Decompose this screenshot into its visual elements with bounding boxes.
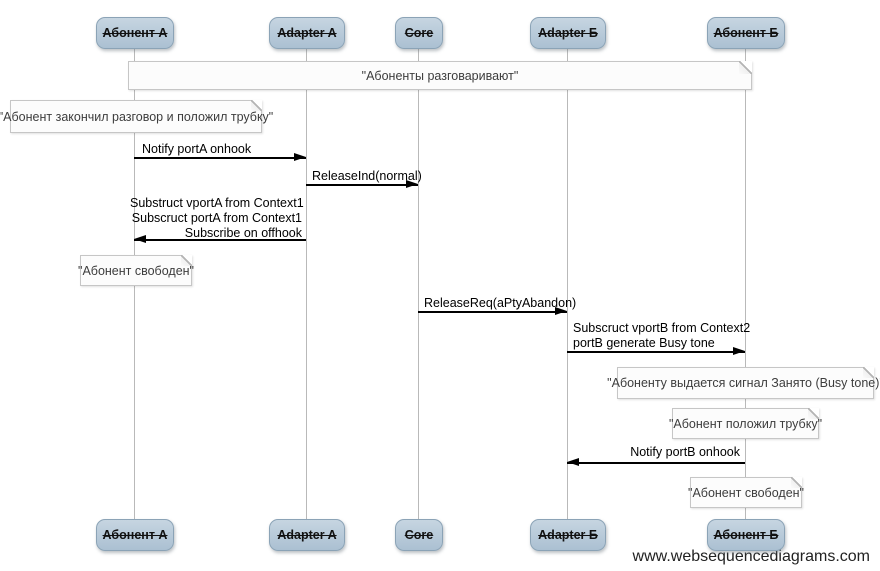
lifeline-adapter-a [306,47,307,519]
lifeline-abonent-b [745,47,746,519]
note-text: "Абонент закончил разговор и положил тру… [0,109,274,124]
actor-label: Абонент Б [713,528,779,542]
actor-label: Adapter Б [538,528,598,542]
message-line-2: portB generate Busy tone [573,336,715,350]
note-fold-icon [808,408,819,419]
actor-abonent-a-top: Абонент А [96,17,174,49]
actor-adapter-a-top: Adapter A [269,17,345,49]
message-line-1: Subscruct vportB from Context2 [573,321,751,335]
actor-abonent-a-bottom: Абонент А [96,519,174,551]
arrowhead-right-icon [294,153,306,162]
lifeline-core [418,47,419,519]
actor-core-bottom: Core [395,519,443,551]
message-arrow-portb-busy [567,347,745,356]
arrowhead-left-icon [567,458,579,467]
arrowhead-left-icon [134,235,146,244]
actor-abonent-b-bottom: Абонент Б [707,519,785,551]
note-aboenty-razgovarivayut: "Абоненты разговаривают" [128,61,752,90]
message-label-releasereq: ReleaseReq(aPtyAbandon) [424,296,577,310]
lifeline-adapter-b [567,47,568,519]
message-line-2: Subscruct portA from Context1 [131,211,302,225]
note-fold-icon [863,367,874,378]
note-fold-icon [251,100,262,111]
note-zakonchil-razgovor: "Абонент закончил разговор и положил тру… [0,100,273,133]
actor-label: Абонент Б [713,26,779,40]
arrowhead-right-icon [555,307,567,316]
actor-core-top: Core [395,17,443,49]
note-text: "Абоненты разговаривают" [361,68,519,83]
note-text: "Абонент положил трубку" [668,416,823,431]
actor-label: Core [404,26,434,40]
note-fold-icon [739,61,752,74]
actor-label: Adapter A [277,528,337,542]
message-label-subscruct-vportb: Subscruct vportB from Context2 portB gen… [573,321,750,351]
note-abonent-svoboden-b: "Абонент свободен" [688,477,804,508]
note-fold-icon [181,255,192,266]
arrowhead-right-icon [733,347,745,356]
watermark-text: www.websequencediagrams.com [632,548,870,565]
actor-label: Абонент А [102,26,168,40]
actor-adapter-b-top: Adapter Б [530,17,606,49]
message-line-3: Subscribe on offhook [184,226,302,240]
note-busy-tone: "Абоненту выдается сигнал Занято (Busy t… [607,367,880,399]
message-line-1: Substruct vportA from Context1 [130,196,304,210]
actor-label: Абонент А [102,528,168,542]
message-arrow-notify-porta [134,153,306,162]
note-text: "Абонент свободен" [78,263,194,278]
message-label-releaseind: ReleaseInd(normal) [312,169,422,183]
actor-label: Adapter A [277,26,337,40]
message-arrow-subscribe-offhook [134,235,306,244]
arrowhead-right-icon [406,180,418,189]
actor-adapter-a-bottom: Adapter A [269,519,345,551]
message-label-notify-portb: Notify portB onhook [630,445,740,459]
message-arrow-releasereq [418,307,567,316]
note-text: "Абонент свободен" [688,485,804,500]
actor-abonent-b-top: Абонент Б [707,17,785,49]
actor-adapter-b-bottom: Adapter Б [530,519,606,551]
actor-label: Core [404,528,434,542]
note-abonent-svoboden-a: "Абонент свободен" [78,255,194,286]
message-arrow-notify-portb [567,458,745,467]
note-polozhil-trubku: "Абонент положил трубку" [668,408,823,439]
note-fold-icon [791,477,802,488]
actor-label: Adapter Б [538,26,598,40]
message-arrow-releaseind [306,180,418,189]
message-label-notify-porta: Notify portA onhook [142,142,252,156]
note-text: "Абоненту выдается сигнал Занято (Busy t… [607,376,880,390]
message-label-substruct-vporta: Substruct vportA from Context1 Subscruct… [130,196,304,241]
